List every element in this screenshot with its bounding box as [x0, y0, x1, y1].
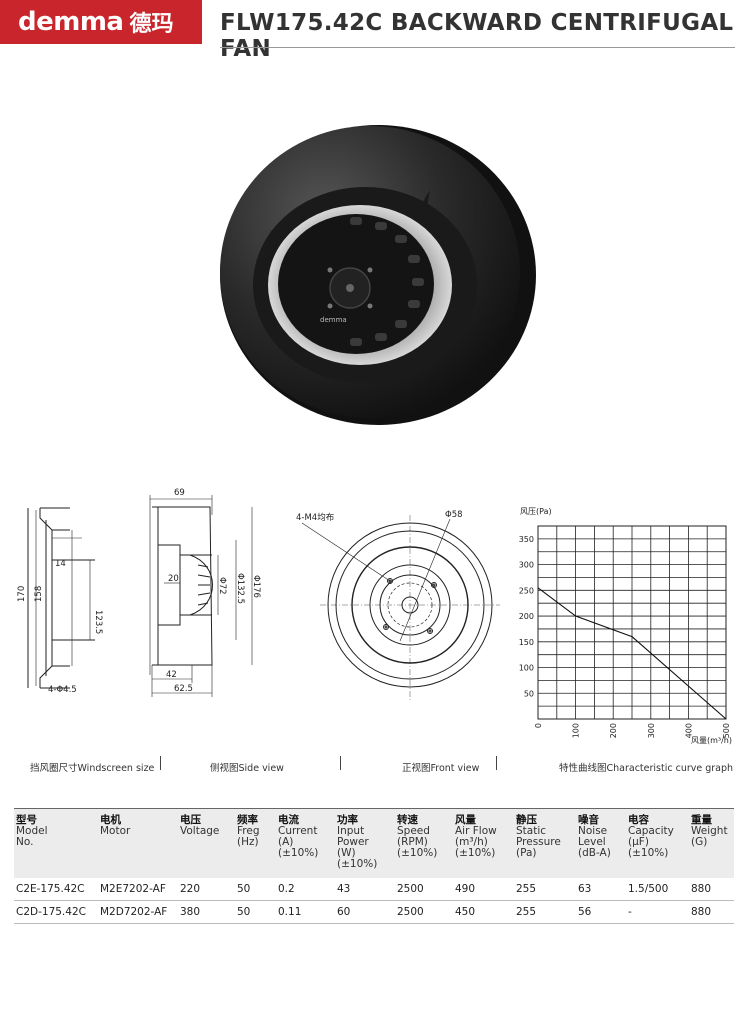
table-cell: 60	[335, 900, 395, 924]
characteristic-curve-chart: 50 100 150 200 250 300 350 0 100 200 300 400 500 风压(P…	[519, 507, 732, 745]
caption-divider	[340, 756, 341, 770]
caption-side-view: 侧视图Side view	[210, 763, 284, 774]
fan-product-photo: demma	[220, 125, 536, 425]
table-cell: 880	[689, 900, 734, 924]
table-cell: 43	[335, 878, 395, 901]
x-tick-label: 0	[534, 723, 543, 728]
caption-windscreen: 挡风圈尺寸Windscreen size	[30, 763, 155, 774]
caption-divider	[496, 756, 497, 770]
y-tick-label: 150	[519, 638, 534, 647]
x-tick-label: 300	[647, 723, 656, 738]
table-cell: 255	[514, 878, 576, 901]
dim-phi72: Φ72	[217, 577, 227, 595]
dim-14: 14	[55, 559, 66, 569]
hub-label: demma	[320, 316, 347, 324]
table-cell: 380	[178, 900, 235, 924]
dim-42: 42	[166, 670, 177, 680]
page-title: FLW175.42C BACKWARD CENTRIFUGAL FAN	[220, 10, 734, 62]
title-underline	[220, 47, 735, 48]
table-cell: 0.2	[276, 878, 335, 901]
dim-62-5: 62.5	[174, 684, 193, 694]
table-cell: -	[626, 900, 689, 924]
table-cell: 63	[576, 878, 626, 901]
x-tick-label: 400	[684, 723, 693, 738]
table-row: C2D-175.42C M2D7202-AF 380 50 0.11 60 25…	[14, 900, 734, 924]
table-cell: 50	[235, 878, 276, 901]
table-cell: 220	[178, 878, 235, 901]
table-cell: 490	[453, 878, 514, 901]
dim-170: 170	[17, 586, 27, 602]
dim-20: 20	[168, 574, 179, 584]
dim-phi132-5: Φ132.5	[235, 573, 245, 604]
windscreen-drawing: 14 170 158 123.5 4-Φ4.5	[17, 507, 103, 695]
caption-front-view: 正视图Front view	[402, 763, 480, 774]
table-row: C2E-175.42C M2E7202-AF 220 50 0.2 43 250…	[14, 878, 734, 901]
dim-4-m4: 4-M4均布	[296, 512, 334, 523]
x-tick-label: 500	[722, 723, 731, 738]
table-cell: M2D7202-AF	[98, 900, 178, 924]
brand-name: demma	[18, 7, 124, 37]
table-cell: 450	[453, 900, 514, 924]
dim-phi58: Φ58	[445, 510, 463, 520]
y-tick-label: 100	[519, 664, 534, 673]
dim-4-hole: 4-Φ4.5	[48, 685, 77, 695]
table-cell: C2E-175.42C	[14, 878, 98, 901]
y-tick-label: 350	[519, 535, 534, 544]
y-tick-label: 250	[519, 586, 534, 595]
table-cell: 880	[689, 878, 734, 901]
brand-name-cjk: 德玛	[129, 12, 174, 37]
brand-logo: demma 德玛	[0, 0, 202, 44]
table-cell: M2E7202-AF	[98, 878, 178, 901]
front-view-drawing: 4-M4均布 Φ58	[296, 510, 500, 700]
side-view-drawing: 69 20 Φ72 Φ132.5 Φ176 42 62.5	[149, 488, 261, 697]
x-tick-label: 100	[572, 723, 581, 738]
dim-158: 158	[34, 586, 44, 602]
table-cell: 1.5/500	[626, 878, 689, 901]
y-tick-label: 50	[524, 689, 534, 698]
x-axis-label: 风量(m³/h)	[691, 736, 732, 745]
page-header: demma 德玛 FLW175.42C BACKWARD CENTRIFUGAL…	[0, 0, 750, 62]
table-cell: 50	[235, 900, 276, 924]
caption-curve-graph: 特性曲线图Characteristic curve graph	[559, 763, 734, 774]
y-tick-label: 200	[519, 612, 534, 621]
dim-phi176: Φ176	[251, 575, 261, 598]
table-cell: 2500	[395, 900, 453, 924]
table-cell: 0.11	[276, 900, 335, 924]
series-line	[537, 587, 727, 720]
caption-divider	[160, 756, 161, 770]
drawing-captions: 挡风圈尺寸Windscreen size 侧视图Side view 正视图Fro…	[0, 754, 750, 778]
table-cell: 255	[514, 900, 576, 924]
x-tick-label: 200	[609, 723, 618, 738]
table-cell: 2500	[395, 878, 453, 901]
table-cell: C2D-175.42C	[14, 900, 98, 924]
dim-69: 69	[174, 488, 185, 498]
y-tick-label: 300	[519, 561, 534, 570]
y-axis-label: 风压(Pa)	[520, 507, 552, 516]
dim-123-5: 123.5	[93, 610, 103, 634]
table-cell: 56	[576, 900, 626, 924]
